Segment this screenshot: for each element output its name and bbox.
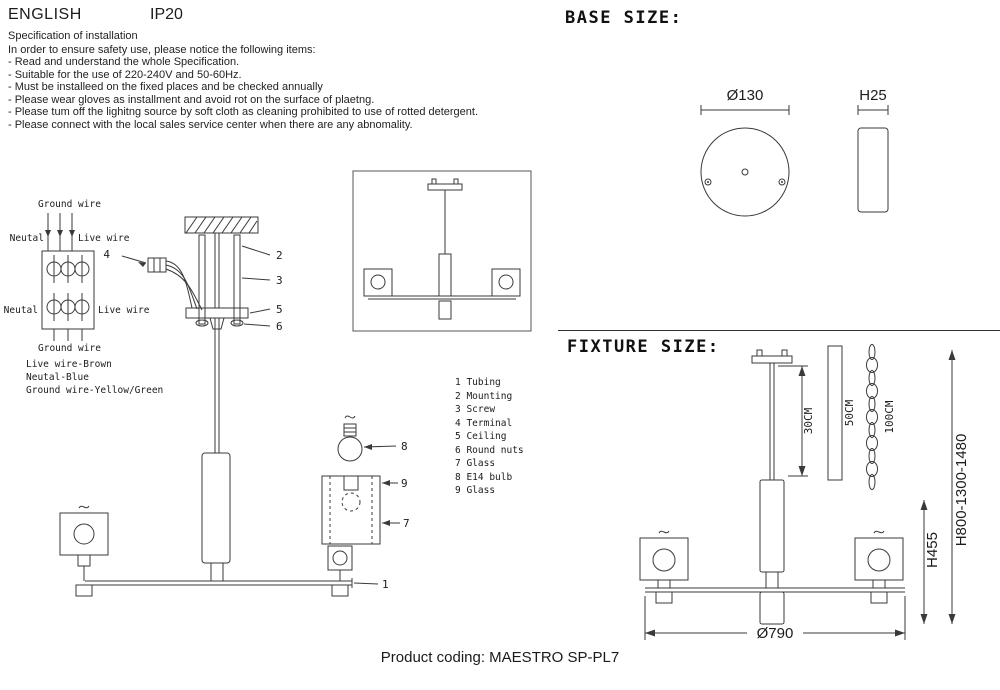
fixture-size-title: FIXTURE SIZE:: [567, 337, 720, 357]
spec-item: - Read and understand the whole Specific…: [8, 56, 240, 68]
fs-h455-dimension: [920, 500, 928, 624]
callout-3: 3: [276, 274, 283, 287]
live-mid-label: Live wire: [98, 305, 150, 316]
part-item: 8 E14 bulb: [455, 471, 513, 483]
inset-drawing: [352, 170, 532, 332]
base-height-dimension: [857, 105, 889, 115]
fixture-size-diagram: 30CM 50CM: [639, 344, 970, 642]
fixture-overview-inset: [352, 170, 532, 332]
wiring-input-wires: [45, 213, 75, 251]
fs-left-lamp: [639, 530, 689, 604]
horizontal-arm: [85, 578, 353, 588]
terminal-block: [41, 250, 95, 341]
canopy-plate: [185, 307, 249, 330]
callout-2: 2: [276, 249, 283, 262]
part-item: 6 Round nuts: [455, 444, 524, 456]
tube-length-label: 50CM: [843, 399, 856, 426]
fixture-assembly-diagram: 2 3 5 6 4 8 9 7 1: [59, 216, 410, 597]
callout-8: 8: [401, 440, 408, 453]
callout-leaders: [121, 245, 400, 585]
fs-diameter-dimension: [644, 596, 906, 640]
part-item: 7 Glass: [455, 458, 496, 469]
part-item: 1 Tubing: [455, 377, 501, 388]
fs-right-lamp: [854, 530, 904, 604]
left-lamp: [59, 505, 109, 597]
e14-bulb-detail: [337, 415, 363, 462]
body-height-label: H455: [924, 532, 941, 568]
spec-item: - Suitable for the use of 220-240V and 5…: [8, 68, 242, 81]
language-label: ENGLISH: [8, 6, 82, 23]
base-height-label: H25: [859, 87, 887, 104]
suspension-rod: [201, 318, 231, 582]
part-item: 4 Terminal: [455, 417, 513, 429]
spec-item: - Please connect with the local sales se…: [8, 118, 413, 131]
legend-neutral: Neutal-Blue: [26, 372, 89, 383]
part-item: 3 Screw: [455, 404, 496, 415]
spec-title: Specification of installation: [8, 30, 138, 42]
terminal-and-wires: [147, 257, 203, 311]
legend-live-wire: Live wire-Brown: [26, 359, 112, 370]
fs-mount-and-rod: [751, 349, 793, 480]
ip-rating-label: IP20: [150, 6, 183, 23]
part-item: 2 Mounting: [455, 390, 513, 402]
callout-7: 7: [403, 517, 410, 530]
neutral-top-label: Neutal: [10, 233, 44, 244]
fs-chain: [866, 344, 878, 490]
callout-5: 5: [276, 303, 283, 316]
ceiling-hatch: [184, 216, 259, 234]
overall-height-label: H800-1300-1480: [953, 434, 970, 547]
spec-item: - Please wear gloves as installment and …: [8, 93, 375, 106]
chain-length-label: 100CM: [883, 400, 896, 433]
spec-intro: In order to ensure safety use, please no…: [8, 43, 316, 56]
base-size-title: BASE SIZE:: [565, 8, 683, 28]
callout-6: 6: [276, 320, 283, 333]
fixture-diameter-label: Ø790: [757, 625, 794, 642]
ground-wire-top-label: Ground wire: [38, 199, 101, 210]
glass-shade-detail: [321, 475, 381, 545]
fs-overall-height-dimension: [948, 350, 956, 624]
callout-4: 4: [103, 248, 110, 261]
fs-body: [645, 479, 905, 625]
callout-9: 9: [401, 477, 408, 490]
callout-1: 1: [382, 578, 389, 591]
base-size-diagram: Ø130 H25: [700, 87, 889, 217]
section-divider: [558, 330, 1000, 331]
fs-rod-dimension: [778, 365, 808, 477]
live-top-label: Live wire: [78, 233, 130, 244]
ground-wire-bottom-label: Ground wire: [38, 343, 101, 354]
spec-item: - Must be installeed on the fixed places…: [8, 81, 323, 93]
rod-length-label: 30CM: [802, 407, 815, 434]
product-coding: Product coding: MAESTRO SP-PL7: [380, 649, 620, 666]
fs-extension-tube: [827, 345, 843, 481]
spec-item: - Please tum off the lighitng source by …: [8, 106, 479, 118]
legend-ground-wire: Ground wire-Yellow/Green: [26, 385, 163, 396]
wiring-diagram: Ground wire Neutal Live wire Neutal Live…: [4, 199, 164, 396]
base-diameter-label: Ø130: [727, 87, 764, 104]
part-item: 9 Glass: [455, 485, 496, 496]
part-item: 5 Ceiling: [455, 431, 507, 442]
base-top-view: [700, 127, 790, 217]
mounting-screws: [198, 233, 241, 325]
neutral-mid-label: Neutal: [4, 305, 38, 316]
specification-block: Specification of installation In order t…: [8, 30, 538, 131]
right-lamp: [327, 545, 353, 597]
base-diameter-dimension: [700, 105, 790, 115]
base-side-view: [857, 127, 889, 213]
parts-list: 1 Tubing 2 Mounting 3 Screw 4 Terminal 5…: [455, 376, 524, 498]
